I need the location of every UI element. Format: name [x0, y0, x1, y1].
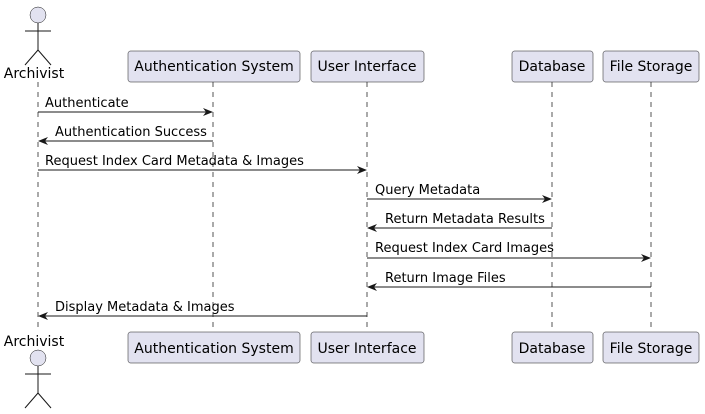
message-label: Display Metadata & Images: [55, 300, 235, 315]
participant-auth-bottom: Authentication System: [127, 331, 301, 364]
arrowhead-icon: [38, 137, 48, 145]
message-8: Display Metadata & Images: [38, 300, 367, 320]
actor-head-icon: [29, 349, 47, 367]
message-label: Authentication Success: [55, 125, 207, 140]
arrowhead-icon: [542, 195, 552, 203]
participant-fs-bottom: File Storage: [602, 331, 700, 364]
message-1: Authenticate: [38, 96, 213, 116]
participant-ui-top: User Interface: [310, 50, 425, 83]
arrowhead-icon: [367, 283, 377, 291]
arrowhead-icon: [357, 166, 367, 174]
arrowhead-icon: [203, 108, 213, 116]
actor-archivist-bottom: Archivist: [4, 334, 65, 409]
participant-ui-bottom: User Interface: [310, 331, 425, 364]
arrowhead-icon: [367, 224, 377, 232]
participant-fs-top: File Storage: [602, 50, 700, 83]
message-label: Return Image Files: [385, 271, 506, 286]
message-2: Authentication Success: [38, 125, 213, 145]
message-6: Request Index Card Images: [367, 241, 651, 262]
message-label: Return Metadata Results: [385, 212, 545, 227]
message-label: Request Index Card Metadata & Images: [45, 154, 304, 169]
participant-label: User Interface: [317, 59, 416, 75]
actor-label-top: Archivist: [4, 66, 65, 82]
message-label: Request Index Card Images: [375, 241, 554, 256]
arrowhead-icon: [38, 312, 48, 320]
actor-archivist-top: Archivist: [4, 6, 65, 82]
actor-label-bottom: Archivist: [4, 334, 65, 350]
participant-label: File Storage: [610, 59, 693, 75]
participant-label: Authentication System: [134, 59, 293, 75]
arrowhead-icon: [641, 254, 651, 262]
participant-label: Authentication System: [134, 341, 293, 357]
actor-head-icon: [29, 6, 47, 24]
participant-label: File Storage: [610, 341, 693, 357]
participant-auth-top: Authentication System: [127, 50, 301, 83]
participant-label: User Interface: [317, 341, 416, 357]
message-3: Request Index Card Metadata & Images: [38, 154, 367, 174]
participant-db-top: Database: [511, 50, 594, 83]
participant-label: Database: [519, 341, 586, 357]
message-label: Query Metadata: [375, 183, 480, 198]
message-5: Return Metadata Results: [367, 212, 552, 232]
participant-db-bottom: Database: [511, 331, 594, 364]
participant-label: Database: [519, 59, 586, 75]
message-7: Return Image Files: [367, 271, 651, 291]
message-label: Authenticate: [45, 96, 129, 111]
message-4: Query Metadata: [367, 183, 552, 203]
